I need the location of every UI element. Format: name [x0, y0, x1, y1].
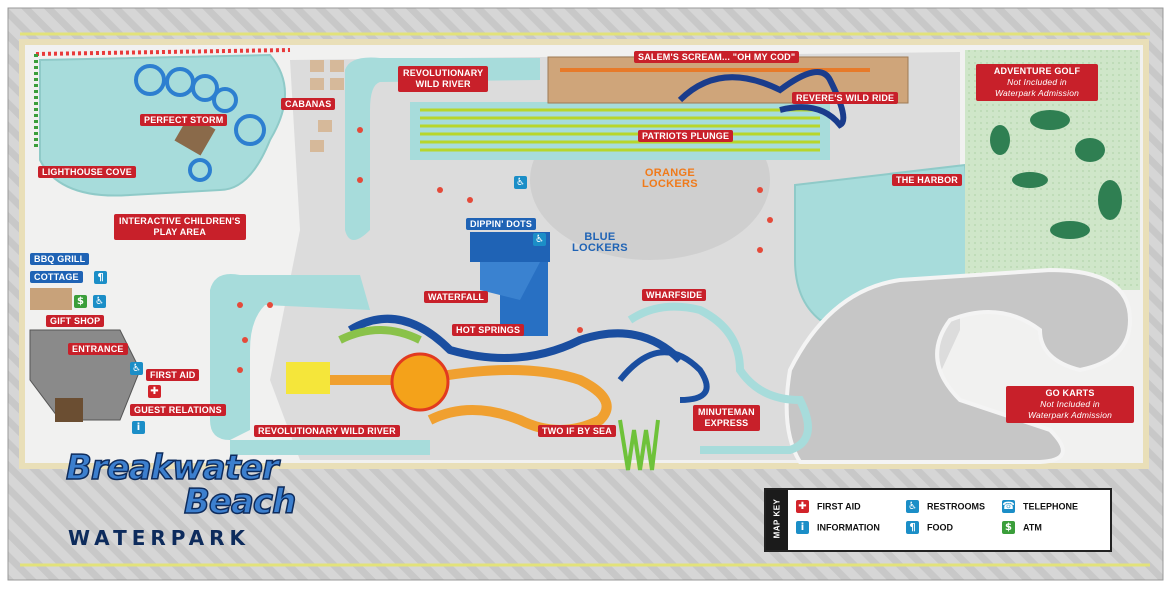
perfect-storm-slides [134, 64, 266, 182]
atm-icon: $ [1002, 521, 1015, 534]
label-bbq-grill[interactable]: BBQ GRILL [30, 253, 90, 265]
first-aid-icon: ✚ [796, 500, 809, 513]
restrooms-icon[interactable]: ♿ [533, 233, 546, 246]
go-karts-title: GO KARTS [1045, 388, 1095, 398]
logo-line-2: Beach [183, 481, 297, 523]
label-orange-lockers[interactable]: ORANGE LOCKERS [642, 167, 698, 190]
label-adventure-golf[interactable]: ADVENTURE GOLF Not Included in Waterpark… [976, 64, 1098, 101]
monster-energy-logo [618, 419, 660, 471]
label-hot-springs[interactable]: HOT SPRINGS [452, 324, 525, 336]
go-kart-track [784, 267, 1133, 464]
logo-line-1: Breakwater [65, 447, 279, 489]
first-aid-icon[interactable]: ✚ [148, 385, 161, 398]
food-icon[interactable]: ¶ [94, 271, 107, 284]
key-item-telephone: ☎TELEPHONE [1002, 500, 1079, 513]
restrooms-icon[interactable]: ♿ [514, 176, 527, 189]
restrooms-icon: ♿ [906, 500, 919, 513]
label-revolutionary-wild-river-top[interactable]: REVOLUTIONARY WILD RIVER [398, 66, 489, 92]
label-cabanas[interactable]: CABANAS [281, 98, 336, 110]
atm-icon[interactable]: $ [74, 295, 87, 308]
label-dippin-dots[interactable]: DIPPIN' DOTS [466, 218, 537, 230]
label-reveres-wild-ride[interactable]: REVERE'S WILD RIDE [792, 92, 899, 104]
adventure-golf-title: ADVENTURE GOLF [993, 66, 1081, 76]
key-item-first-aid: ✚FIRST AID [796, 500, 861, 513]
label-lighthouse-cove[interactable]: LIGHTHOUSE COVE [38, 166, 137, 178]
key-item-restrooms: ♿RESTROOMS [906, 500, 985, 513]
wild-river-channel-left [210, 274, 370, 440]
label-guest-relations[interactable]: GUEST RELATIONS [130, 404, 226, 416]
label-revolutionary-wild-river-bottom[interactable]: REVOLUTIONARY WILD RIVER [254, 425, 400, 437]
label-perfect-storm[interactable]: PERFECT STORM [140, 114, 228, 126]
go-karts-note: Not Included in Waterpark Admission [1027, 399, 1113, 420]
label-waterfall[interactable]: WATERFALL [424, 291, 489, 303]
label-two-if-by-sea[interactable]: TWO IF BY SEA [538, 425, 616, 437]
label-first-aid[interactable]: FIRST AID [146, 369, 200, 381]
label-cottage[interactable]: COTTAGE [30, 271, 83, 283]
label-go-karts[interactable]: GO KARTS Not Included in Waterpark Admis… [1006, 386, 1134, 423]
information-icon[interactable]: i [132, 421, 145, 434]
label-salems-scream[interactable]: SALEM'S SCREAM... "OH MY COD" [634, 51, 800, 63]
wild-river-channel-top [345, 57, 540, 240]
label-entrance[interactable]: ENTRANCE [68, 343, 128, 355]
label-patriots-plunge[interactable]: PATRIOTS PLUNGE [638, 130, 734, 142]
label-gift-shop[interactable]: GIFT SHOP [46, 315, 105, 327]
food-icon: ¶ [906, 521, 919, 534]
map-key-title-bar: MAP KEY [766, 490, 788, 550]
two-if-by-sea-slide [290, 365, 612, 435]
map-key-title: MAP KEY [772, 498, 782, 539]
restrooms-icon[interactable]: ♿ [130, 362, 143, 375]
breakwater-beach-logo: Breakwater Beach WATERPARK [30, 447, 320, 556]
adventure-golf-note: Not Included in Waterpark Admission [994, 77, 1080, 98]
key-item-atm: $ATM [1002, 521, 1042, 534]
label-interactive-play-area[interactable]: INTERACTIVE CHILDREN'S PLAY AREA [114, 214, 246, 240]
information-icon: i [796, 521, 809, 534]
key-item-food: ¶FOOD [906, 521, 953, 534]
logo-line-3: WATERPARK [68, 526, 250, 550]
minuteman-express-slide [627, 302, 812, 454]
label-blue-lockers[interactable]: BLUE LOCKERS [572, 231, 628, 254]
label-the-harbor[interactable]: THE HARBOR [892, 174, 962, 186]
label-wharfside[interactable]: WHARFSIDE [642, 289, 707, 301]
restrooms-icon[interactable]: ♿ [93, 295, 106, 308]
label-minuteman-express[interactable]: MINUTEMAN EXPRESS [693, 405, 760, 431]
telephone-icon: ☎ [1002, 500, 1015, 513]
